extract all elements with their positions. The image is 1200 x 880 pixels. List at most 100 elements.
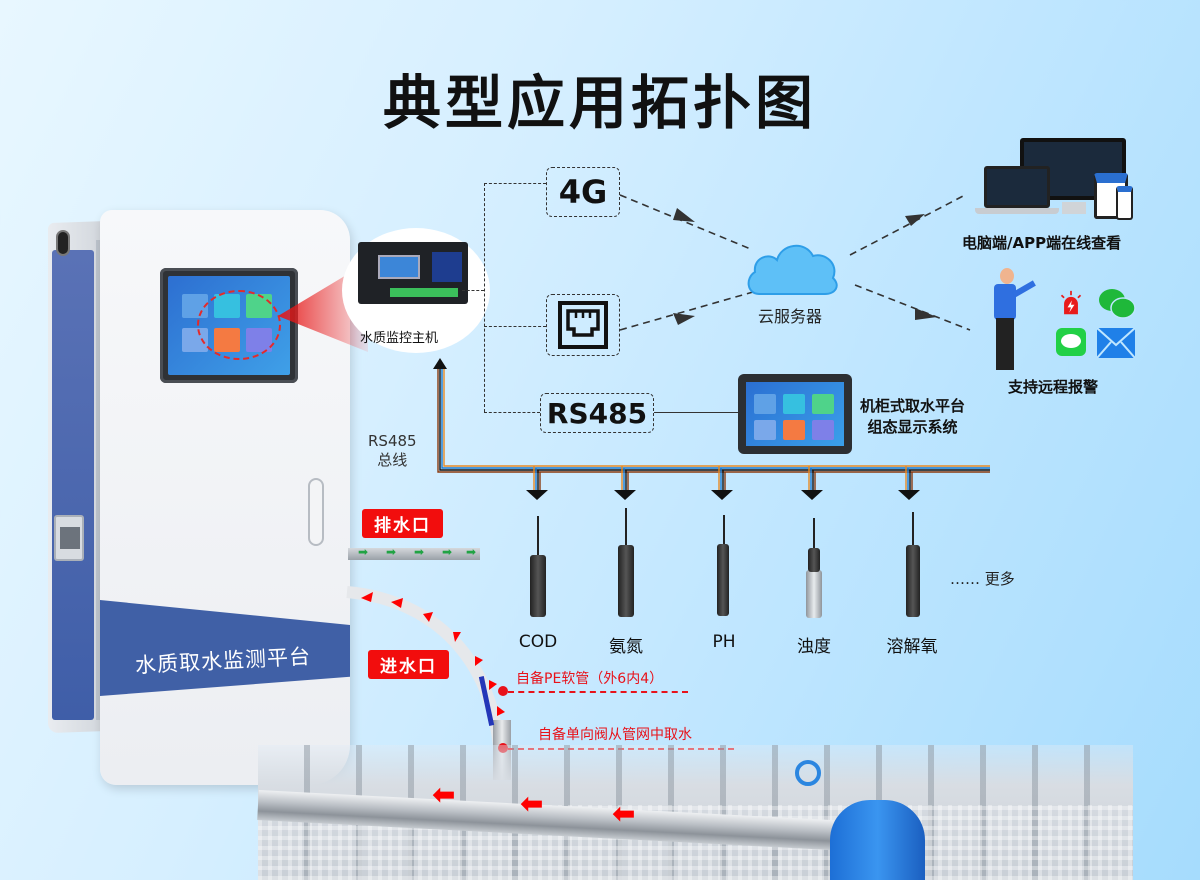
flow-arrow-icon: ➡ <box>386 545 397 559</box>
flow-arrow-icon: ➡ <box>358 545 369 559</box>
drop-arrow-icon <box>801 490 823 500</box>
sms-icon <box>1056 328 1086 356</box>
display-screen <box>746 382 844 446</box>
host-keypad <box>432 252 462 282</box>
flow-arrows <box>619 194 971 331</box>
host-link-line <box>462 290 484 291</box>
person-body <box>994 284 1016 320</box>
cod-probe-icon <box>530 555 546 617</box>
flow-arrow-icon: ➡ <box>414 545 425 559</box>
flow-arrow-icon <box>475 656 483 666</box>
alarm-label: 支持远程报警 <box>1008 378 1099 396</box>
callout-line <box>508 691 688 693</box>
link-rs485-box: RS485 <box>540 393 654 433</box>
sensor-label-cod: COD <box>518 632 558 652</box>
rs485-display-line <box>654 412 738 413</box>
flow-arrow-icon: ➡ <box>466 545 477 559</box>
screen-tile <box>783 420 805 440</box>
inlet-tag: 进水口 <box>368 650 449 679</box>
host-terminals <box>390 288 458 297</box>
person-head <box>1000 268 1014 284</box>
link-4g-label: 4G <box>558 173 608 211</box>
cloud-icon <box>747 245 838 295</box>
screen-tile <box>812 420 834 440</box>
arrow-head-icon <box>915 308 937 320</box>
sensor-label-turbidity: 浊度 <box>797 637 831 657</box>
flow-arrow-icon: ➡ <box>442 545 453 559</box>
monitor-stand <box>1062 202 1086 214</box>
ethernet-port-icon <box>558 301 608 349</box>
display-label-line2: 组态显示系统 <box>867 418 958 436</box>
laptop-base <box>975 208 1059 214</box>
flow-arrow-icon <box>497 706 505 716</box>
screen-tile <box>812 394 834 414</box>
person-arm <box>1012 280 1036 298</box>
display-label: 机柜式取水平台 组态显示系统 <box>860 396 965 438</box>
outlet-tag: 排水口 <box>362 509 443 538</box>
magnify-circle <box>197 290 281 360</box>
flow-arrow-icon <box>361 592 373 602</box>
blue-tank <box>830 800 925 880</box>
pc-app-label: 电脑端/APP端在线查看 <box>962 234 1122 252</box>
probe-cable <box>723 515 725 545</box>
link-ethernet-box <box>546 294 620 356</box>
link-4g-box: 4G <box>546 167 620 217</box>
drop-arrow-icon <box>898 490 920 500</box>
lock-icon <box>56 230 70 256</box>
laptop-icon <box>984 166 1050 208</box>
do-probe-icon <box>906 545 920 617</box>
bus-label-line1: RS485 <box>368 432 417 450</box>
screen-tile <box>754 420 776 440</box>
link-rs485-line <box>484 412 540 413</box>
screen-tile <box>754 394 776 414</box>
alarm-lamp-icon <box>1060 290 1082 315</box>
turbidity-probe-top <box>808 548 820 572</box>
ammonia-probe-icon <box>618 545 634 617</box>
hose-note: 自备PE软管（外6内4） <box>516 671 664 687</box>
turbidity-probe-icon <box>806 570 822 618</box>
page-title: 典型应用拓扑图 <box>382 69 817 137</box>
flow-arrow-icon <box>453 632 461 642</box>
drop-arrow-icon <box>526 490 548 500</box>
probe-cable <box>537 516 539 556</box>
ph-probe-icon <box>717 544 729 616</box>
wechat-icon <box>1099 289 1136 319</box>
door-handle <box>308 478 324 546</box>
drain-pipe: ➡ ➡ ➡ ➡ ➡ <box>348 545 480 560</box>
sensor-label-do: 溶解氧 <box>886 637 938 657</box>
more-label: 更多 <box>984 570 1015 588</box>
flow-arrow-icon: ⬅ <box>432 778 456 811</box>
person-legs <box>996 318 1014 370</box>
arrow-head-icon <box>673 208 695 222</box>
probe-cable <box>813 518 815 550</box>
email-icon <box>1097 328 1135 358</box>
trunk-line <box>484 183 485 412</box>
link-rs485-label: RS485 <box>546 396 648 430</box>
arrow-head-icon <box>905 214 925 226</box>
flow-arrow-icon: ⬅ <box>612 797 636 830</box>
probe-cable <box>912 512 914 546</box>
callout-dot <box>498 686 508 696</box>
tablet-icon <box>1094 173 1128 219</box>
drop-arrow-icon <box>614 490 636 500</box>
screen-tile <box>783 394 805 414</box>
sensor-label-ammonia: 氨氮 <box>609 637 643 657</box>
host-lcd <box>378 255 420 279</box>
display-label-line1: 机柜式取水平台 <box>860 397 966 415</box>
drop-arrow-icon <box>711 490 733 500</box>
flow-arrow-icon: ⬅ <box>520 787 544 820</box>
bus-label-line2: 总线 <box>377 451 408 469</box>
flow-arrow-icon <box>423 612 433 622</box>
link-4g-line <box>484 183 546 184</box>
more-dots: …… <box>950 570 980 588</box>
rs485-bus-cable <box>433 358 990 500</box>
cabinet-side-panel <box>52 250 94 720</box>
link-eth-line <box>484 326 546 327</box>
probe-cable <box>625 508 627 546</box>
phone-icon <box>1116 186 1133 220</box>
flow-arrow-icon <box>489 680 497 690</box>
up-arrow-icon <box>433 358 447 369</box>
host-label: 水质监控主机 <box>360 331 439 346</box>
bus-label: RS485 总线 <box>368 432 417 470</box>
sensor-label-ph: PH <box>712 632 736 652</box>
